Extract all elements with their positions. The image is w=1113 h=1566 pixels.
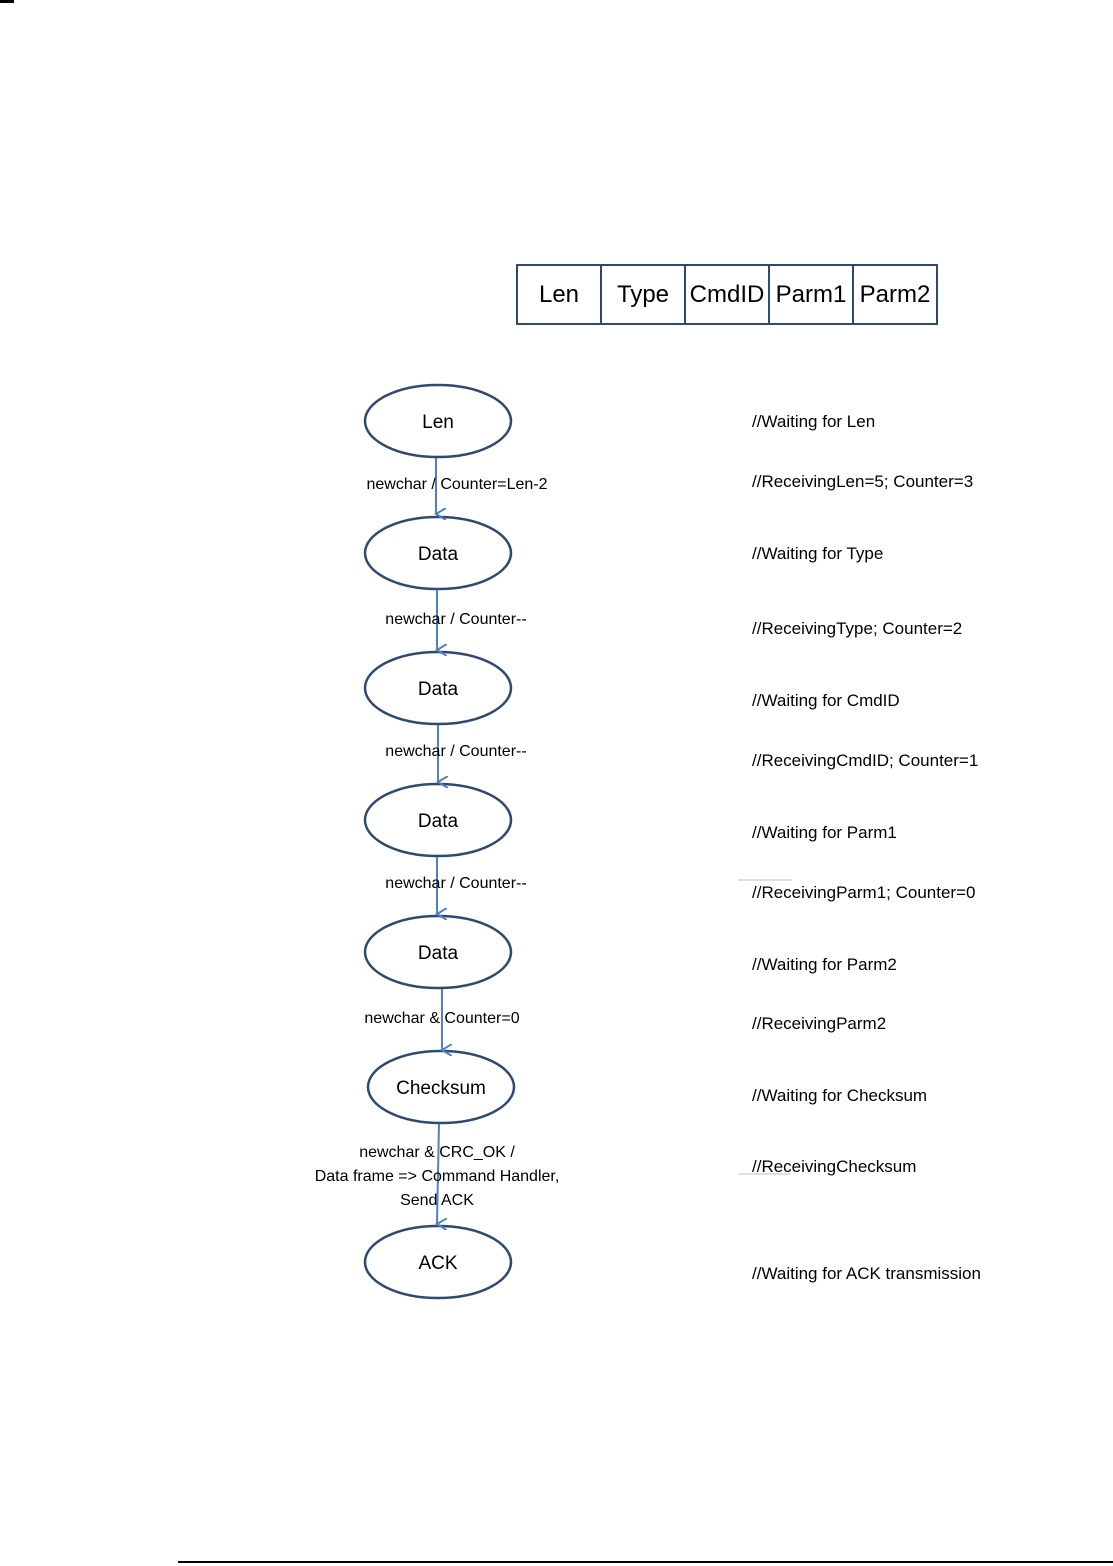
state-ack: ACK	[363, 1224, 513, 1300]
state-label: Data	[418, 811, 459, 832]
state-label: Data	[418, 679, 459, 700]
state-label: ACK	[418, 1253, 457, 1274]
comment-text: //Waiting for Parm1	[752, 823, 897, 842]
transition-label: Data frame => Command Handler,	[315, 1168, 560, 1185]
frame-field-parm2: Parm2	[852, 264, 938, 325]
data-frame-table: Len Type CmdID Parm1 Parm2	[516, 264, 938, 325]
transition-label: newchar / Counter--	[385, 875, 526, 892]
comment-text: //Waiting for Type	[752, 544, 883, 563]
data-frame-row: Len Type CmdID Parm1 Parm2	[516, 264, 938, 325]
state-checksum: Checksum	[366, 1049, 516, 1125]
state-data-parm1: Data	[363, 782, 513, 858]
comment-text: //Waiting for CmdID	[752, 691, 900, 710]
state-data-type: Data	[363, 515, 513, 591]
state-label: Data	[418, 544, 459, 565]
transition-label: newchar / Counter--	[385, 611, 526, 628]
comment-text: //Waiting for Parm2	[752, 955, 897, 974]
comment-text: //ReceivingType; Counter=2	[752, 619, 962, 638]
state-data-parm2: Data	[363, 914, 513, 990]
comment-text: //ReceivingChecksum	[752, 1157, 916, 1176]
comment-text: //ReceivingCmdID; Counter=1	[752, 751, 978, 770]
comment-text: //ReceivingParm1; Counter=0	[752, 883, 975, 902]
transition-label: Send ACK	[400, 1192, 474, 1209]
transition-label: newchar & Counter=0	[364, 1010, 519, 1027]
frame-field-cmdid: CmdID	[684, 264, 770, 325]
comment-text: //Waiting for Len	[752, 412, 875, 431]
frame-field-len: Len	[516, 264, 602, 325]
comment-text: //ReceivingParm2	[752, 1014, 886, 1033]
comment-text: //Waiting for ACK transmission	[752, 1264, 981, 1283]
footer-rule	[178, 1561, 1113, 1563]
corner-mark	[0, 0, 14, 3]
transition-label: newchar / Counter--	[385, 743, 526, 760]
state-label: Len	[422, 412, 454, 433]
transition-arrow	[437, 1123, 439, 1224]
state-data-cmdid: Data	[363, 650, 513, 726]
frame-field-parm1: Parm1	[768, 264, 854, 325]
state-label: Data	[418, 943, 459, 964]
state-label: Checksum	[396, 1078, 486, 1099]
state-len: Len	[363, 383, 513, 459]
comment-text: //ReceivingLen=5; Counter=3	[752, 472, 973, 491]
comment-text: //Waiting for Checksum	[752, 1086, 927, 1105]
frame-field-type: Type	[600, 264, 686, 325]
transition-label: newchar & CRC_OK /	[359, 1144, 515, 1161]
transition-label: newchar / Counter=Len-2	[367, 476, 548, 493]
